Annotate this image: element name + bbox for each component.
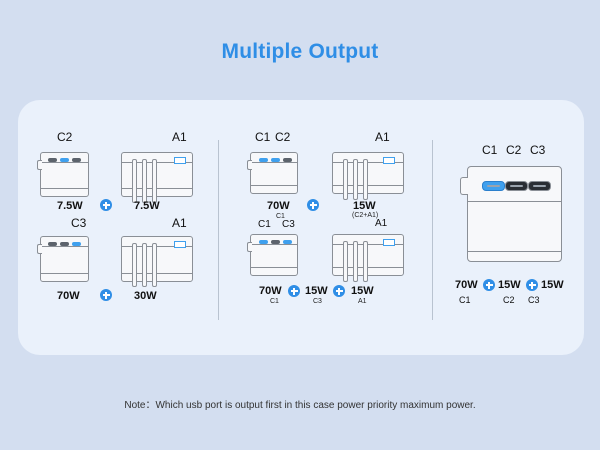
power-port-caption: A1: [358, 298, 367, 305]
charger-front-device: [247, 152, 298, 194]
charger-side-device: [121, 152, 193, 203]
charger-side-device: [121, 236, 193, 287]
port-label-c2: C2: [275, 130, 291, 144]
plug-pin: [343, 159, 348, 200]
port-label-c3: C3: [530, 143, 546, 157]
power-port-caption: C3: [313, 298, 322, 305]
plus-icon: [100, 289, 112, 301]
plus-icon: [483, 279, 495, 291]
usb-a-port-active: [174, 157, 186, 164]
power-value: 70W: [259, 285, 282, 297]
plug-pin: [142, 159, 147, 203]
divider-right: [432, 140, 433, 320]
usb-c-port: [48, 158, 57, 162]
usb-c-port-active: [271, 158, 280, 162]
usb-a-port-active: [383, 157, 395, 164]
plug-pin: [353, 159, 358, 200]
usb-c-port-active: [72, 242, 81, 246]
plus-icon: [333, 285, 345, 297]
usb-c-port: [72, 158, 81, 162]
plug-pin: [132, 159, 137, 203]
power-port-caption: (C2+A1): [352, 212, 379, 219]
usb-c-port: [283, 158, 292, 162]
plug-pin: [363, 241, 368, 282]
usb-c-port: [271, 240, 280, 244]
power-value: 15W: [351, 285, 374, 297]
plug-pin: [353, 241, 358, 282]
port-label-a1: A1: [172, 216, 187, 230]
power-value: 15W: [353, 200, 376, 212]
plus-icon: [288, 285, 300, 297]
charger-front-device-large: [460, 166, 562, 262]
port-label-c3: C3: [282, 219, 295, 230]
usb-c-port: [48, 242, 57, 246]
port-label-c2: C2: [57, 130, 73, 144]
port-label-a1: A1: [375, 130, 390, 144]
power-port-caption: C2: [503, 295, 515, 305]
plug-pin: [142, 243, 147, 287]
usb-c-port-active: [528, 181, 551, 191]
plug-pin: [363, 159, 368, 200]
power-value: 7.5W: [57, 200, 83, 212]
power-value: 70W: [455, 279, 478, 291]
usb-c-port: [60, 242, 69, 246]
charger-front-device: [37, 236, 89, 282]
port-label-c2: C2: [506, 143, 522, 157]
port-label-c1: C1: [255, 130, 271, 144]
port-label-a1: A1: [172, 130, 187, 144]
divider-left: [218, 140, 219, 320]
usb-a-port-active: [174, 241, 186, 248]
usb-c-port-active: [283, 240, 292, 244]
charger-side-device: [332, 152, 404, 200]
plug-pin: [132, 243, 137, 287]
port-label-c3: C3: [71, 216, 87, 230]
power-value: 70W: [267, 200, 290, 212]
plug-pin: [152, 243, 157, 287]
usb-c-port-active: [60, 158, 69, 162]
port-label-a1: A1: [375, 218, 388, 229]
power-port-caption: C3: [528, 295, 540, 305]
usb-c-port-active: [259, 240, 268, 244]
power-value: 30W: [134, 290, 157, 302]
plus-icon: [307, 199, 319, 211]
power-port-caption: C1: [276, 213, 285, 220]
port-label-c1: C1: [482, 143, 498, 157]
page-title: Multiple Output: [221, 40, 379, 63]
power-value: 70W: [57, 290, 80, 302]
power-value: 15W: [305, 285, 328, 297]
charger-side-device: [332, 234, 404, 282]
power-port-caption: C1: [270, 298, 279, 305]
power-value: 15W: [498, 279, 521, 291]
usb-c-port-active: [259, 158, 268, 162]
power-port-caption: C1: [459, 295, 471, 305]
power-value: 7.5W: [134, 200, 160, 212]
footer-note: Note：Which usb port is output first in t…: [124, 400, 476, 411]
port-label-c1: C1: [258, 219, 271, 230]
plug-pin: [343, 241, 348, 282]
plus-icon: [100, 199, 112, 211]
charger-front-device: [247, 234, 298, 276]
usb-c-port-active: [505, 181, 528, 191]
power-value: 15W: [541, 279, 564, 291]
plus-icon: [526, 279, 538, 291]
charger-front-device: [37, 152, 89, 197]
usb-c-port-active: [482, 181, 505, 191]
usb-a-port-active: [383, 239, 395, 246]
plug-pin: [152, 159, 157, 203]
